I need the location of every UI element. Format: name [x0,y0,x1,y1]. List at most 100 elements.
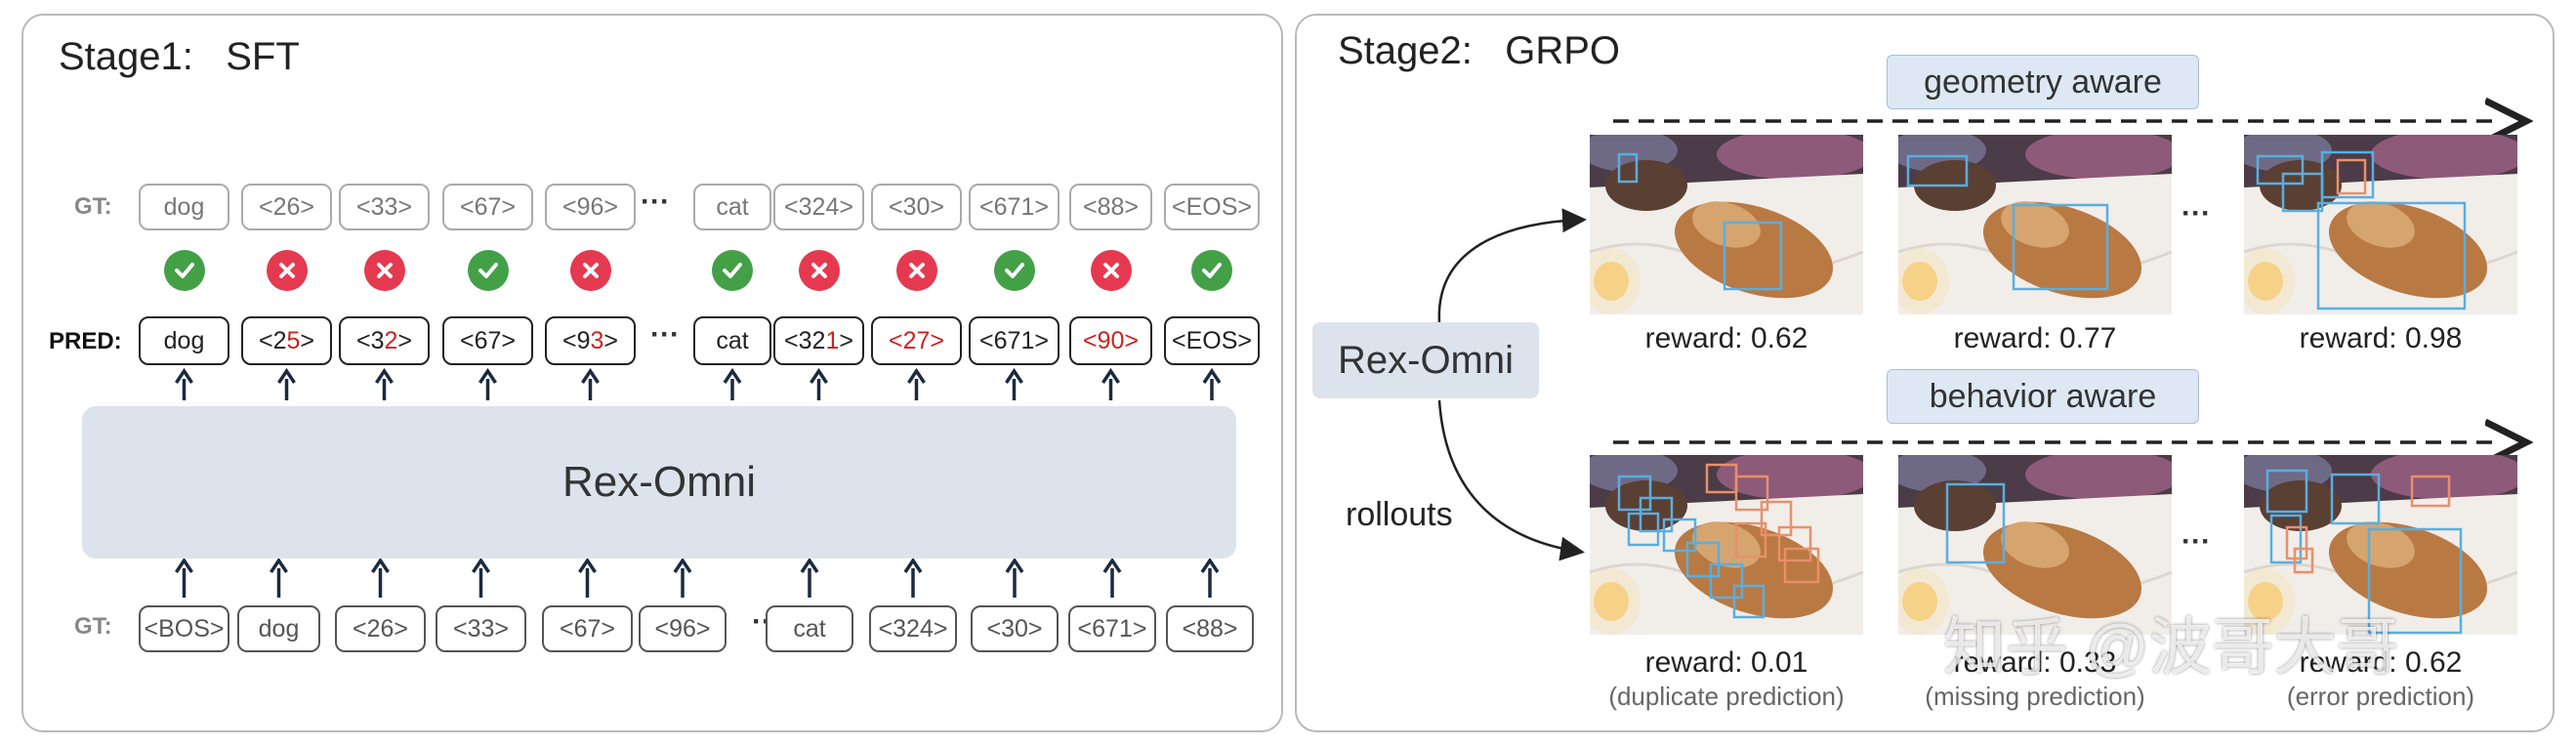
pred-token-text: > [839,326,853,354]
gt-token: <30> [871,184,962,230]
behavior-rollout-image [1898,455,2172,635]
pred-box-cat [2293,547,2314,574]
pred-box-cat [1760,500,1793,537]
pred-token: <671> [969,316,1059,365]
gt-token: <96> [545,184,636,230]
pred-token-text: > [300,326,315,354]
pred-up-arrow-head [1101,367,1120,384]
pred-up-arrow-head [907,367,926,384]
stage2-title: Stage2: GRPO [1338,29,1621,72]
input-up-arrow-head [800,557,819,573]
input-up-arrow-head [903,557,923,573]
pred-box-dog [2367,527,2463,635]
bottom-reward-label: reward: 0.01 [1644,646,1808,679]
wrong-x-icon [895,250,937,291]
input-token: <88> [1166,605,1254,652]
pred-box-dog [1709,562,1744,600]
pred-error-digit: 5 [286,326,301,354]
gt-row-label: GT: [74,193,112,220]
input-up-arrow-head [578,557,597,573]
pred-box-cat [1734,521,1767,559]
geometry-rollout-image [1898,135,2172,314]
watermark: 知乎 @波哥大哥 [1943,612,2399,683]
pred-box-cat [1783,547,1820,584]
pred-ellipsis: ··· [650,318,680,351]
stage1-title: Stage1: SFT [59,35,300,78]
bed-dog-photo [1590,455,1863,635]
pred-box-cat [2285,525,2308,560]
bed-dog-photo [1898,455,2172,635]
top-reward-label: reward: 0.77 [1953,322,2117,354]
input-token: <671> [1068,605,1156,652]
top-row-ellipsis: ··· [2181,197,2211,229]
bed-dog-photo [1898,135,2172,314]
pred-box-dog [2330,473,2381,525]
top-reward-label: reward: 0.62 [1644,322,1808,354]
behavior-aware-label: behavior aware [1887,369,2199,424]
input-token: dog [237,605,320,652]
pred-box-dog [2256,154,2305,186]
correct-check-icon [712,250,753,291]
input-up-arrow-head [1005,557,1024,573]
geometry-rollout-image [1590,135,1863,314]
pred-box-dog [2012,203,2109,291]
behavior-rollout-image [1590,455,1863,635]
pred-box-dog [1732,584,1766,619]
gt-token: <324> [773,184,864,230]
pred-box-cat [2336,158,2367,195]
pred-box-cat [2410,475,2451,508]
input-token: <96> [639,605,727,652]
correct-check-icon [467,250,509,291]
gt-token: <671> [969,184,1059,230]
behavior-rollout-image [2244,455,2517,635]
pred-up-arrow-head [581,367,600,384]
geometry-rollout-image [2244,135,2517,314]
input-token: cat [766,605,853,652]
model-encoder-block: Rex-Omni [82,406,1236,559]
pred-token: <27> [871,316,962,365]
input-token: <30> [971,605,1059,652]
bed-dog-photo [2244,455,2517,635]
input-up-arrow-head [1102,557,1122,573]
pred-box-dog [1627,512,1660,547]
bottom-reward-note: (error prediction) [2286,682,2475,711]
pred-box-dog [1617,152,1639,184]
correct-check-icon [993,250,1035,291]
pred-box-dog [1723,221,1783,291]
pred-box-dog [1617,475,1652,512]
input-token: <324> [869,605,957,652]
wrong-x-icon [798,250,840,291]
pred-row-label: PRED: [49,328,122,354]
grpo-model-box: Rex-Omni [1312,322,1539,398]
pred-up-arrow-head [277,367,296,384]
pred-token-text: <EOS> [1172,326,1252,354]
input-token: <BOS> [139,605,229,652]
bed-dog-photo [1590,135,1863,314]
pred-token-text: > [397,326,413,354]
input-up-arrow-head [371,557,390,573]
gt-token: <26> [241,184,332,230]
rollouts-label: rollouts [1346,496,1453,533]
rollout-curve-bottom [1437,399,1585,561]
gt-token: <67> [442,184,533,230]
input-token: <33> [436,605,526,652]
pred-error-digit: <27> [888,326,944,354]
gt-token: cat [693,184,771,230]
rollout-curve-top [1437,208,1587,323]
input-token: <67> [542,605,633,652]
pred-box-dog [1685,541,1721,578]
pred-up-arrow-head [1202,367,1222,384]
pred-up-arrow-head [1005,367,1023,384]
pred-box-dog [2269,514,2303,564]
pred-error-digit: <90> [1082,326,1139,354]
pred-error-digit: 3 [590,326,604,354]
pred-token: <67> [442,316,533,365]
pred-up-arrow-head [375,367,394,384]
bottom-reward-label: reward: 0.62 [2299,646,2463,679]
input-token: <26> [335,605,426,652]
pred-token-text: <9 [561,326,591,354]
wrong-x-icon [266,250,308,291]
pred-box-dog [2320,150,2375,199]
